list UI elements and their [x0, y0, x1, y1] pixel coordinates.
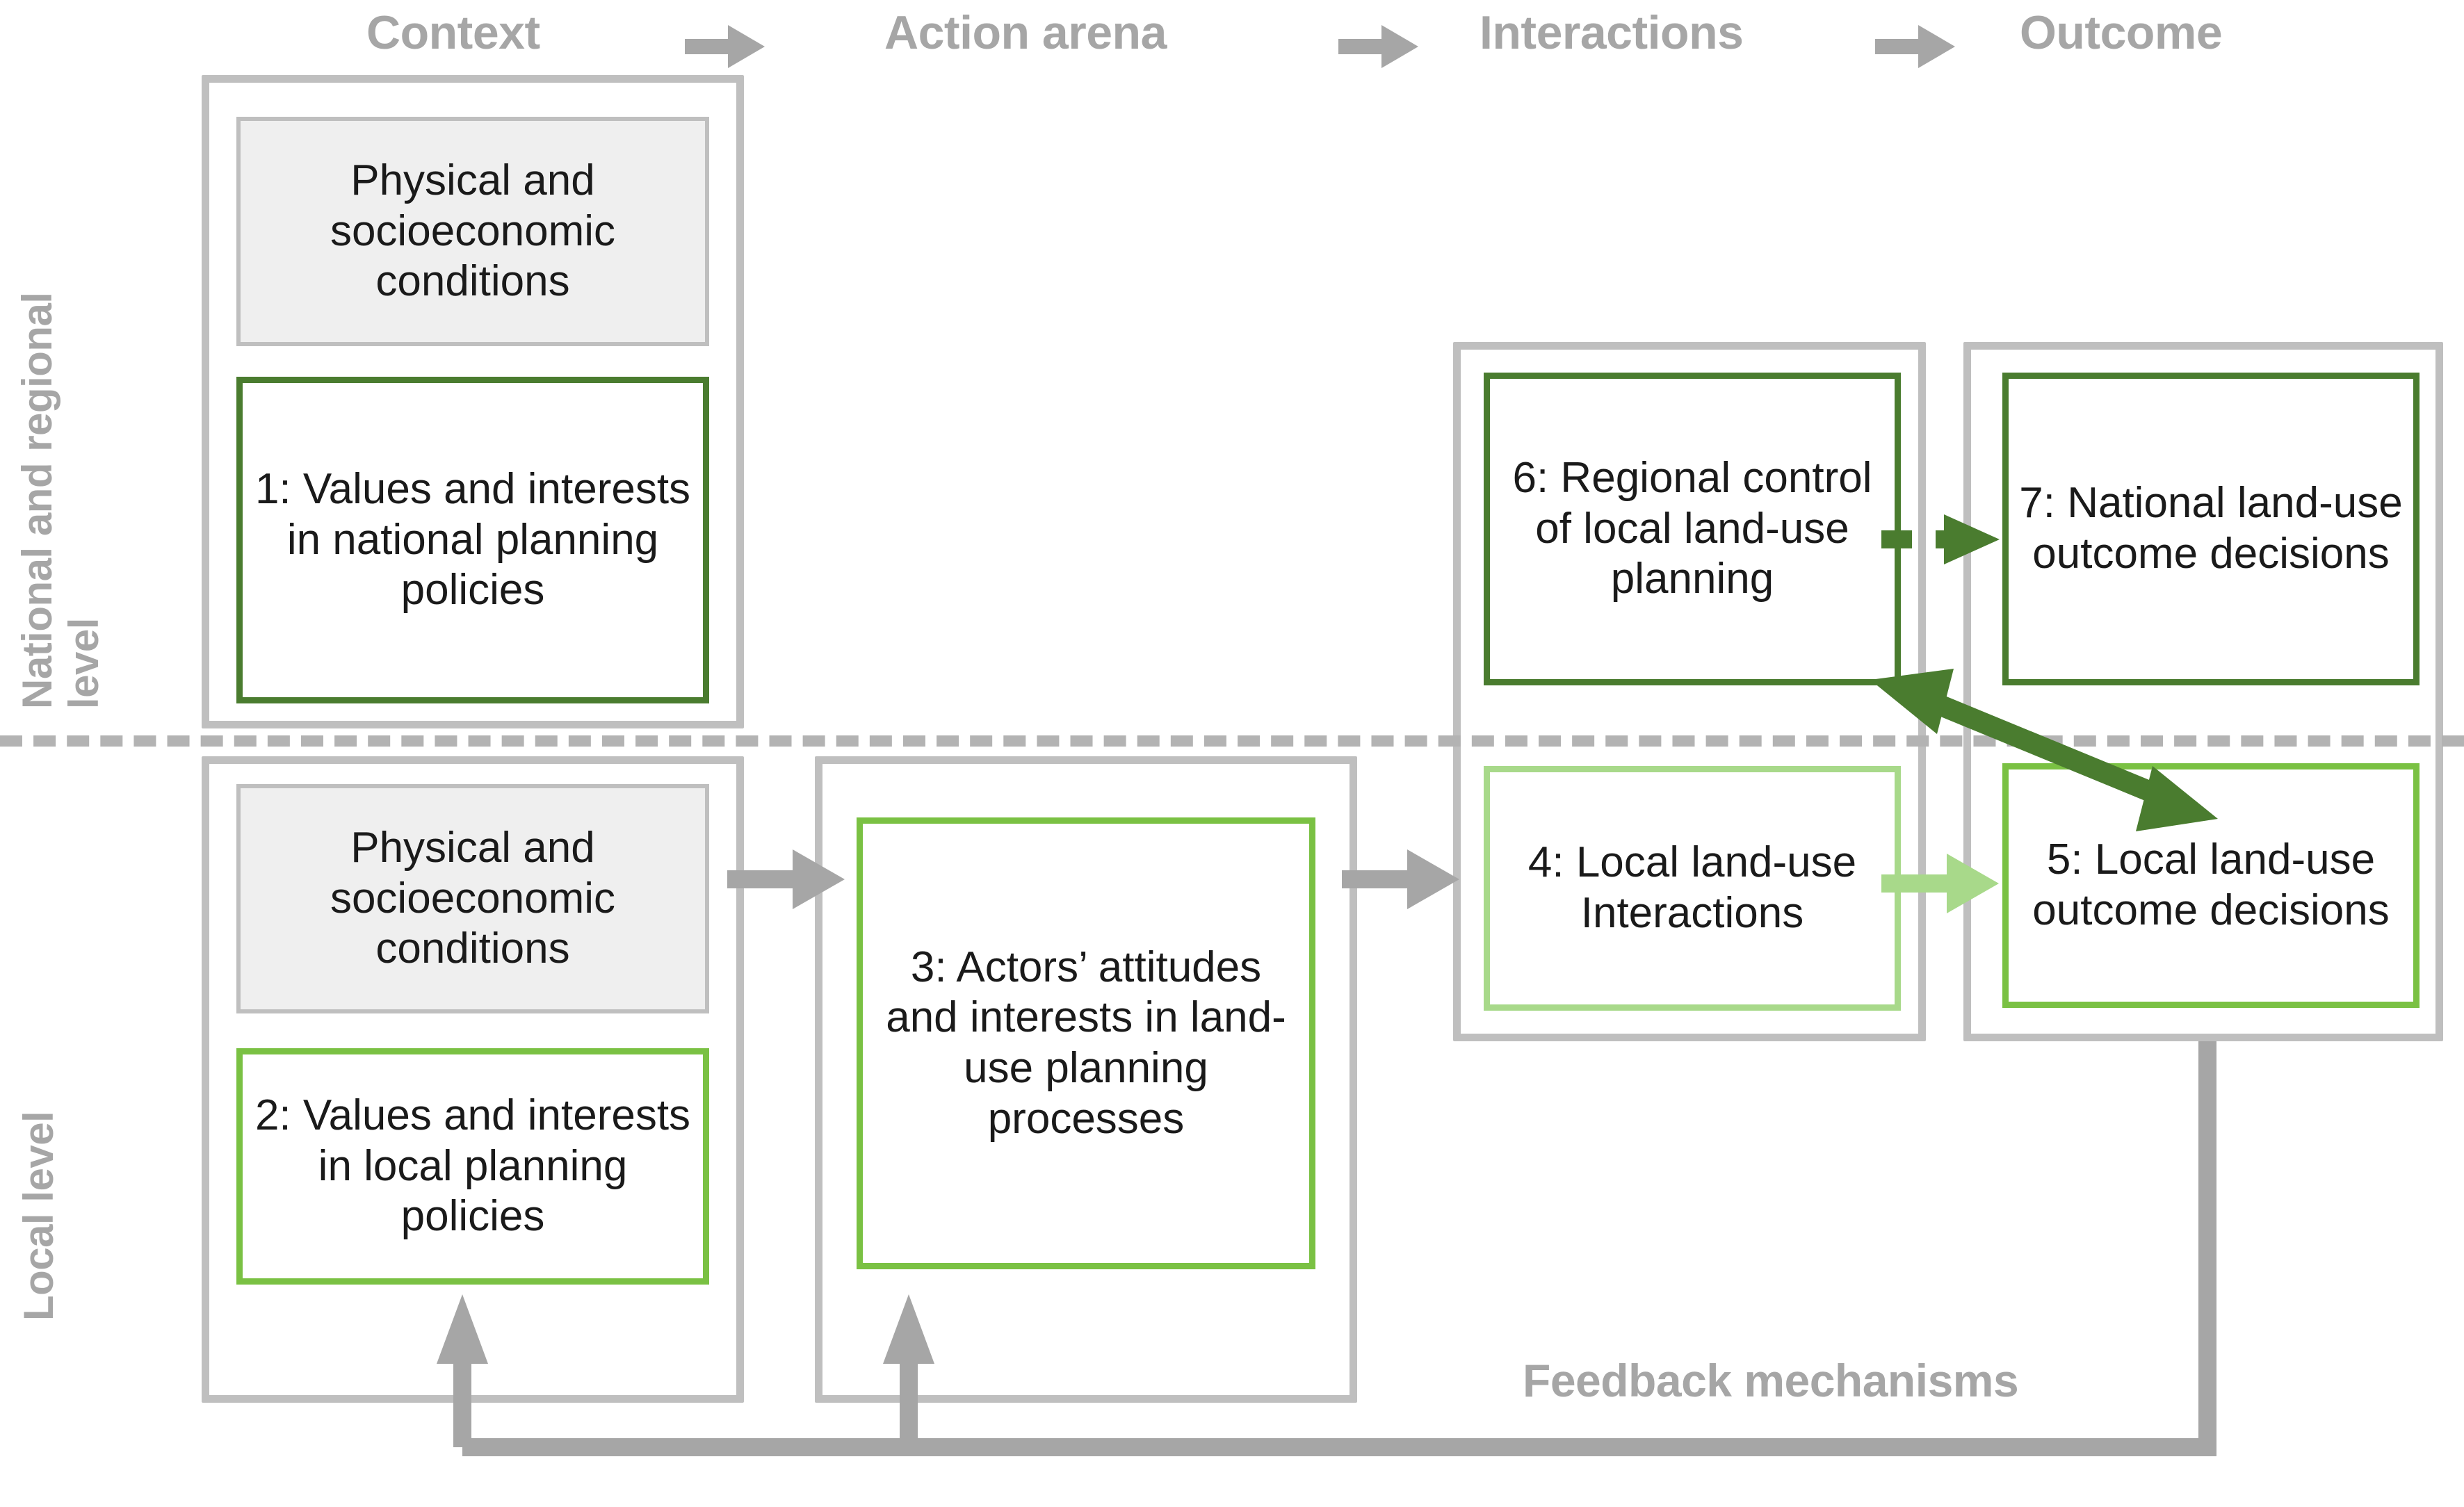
box-label: 5: Local land-use outcome decisions [2032, 836, 2390, 934]
phase-label-context: Context [366, 6, 540, 59]
phase-label-outcome: Outcome [2020, 6, 2223, 59]
phase-header-row: Context Action arena Interactions Outcom… [0, 0, 2464, 90]
box-label: 6: Regional control of local land-use pl… [1512, 454, 1872, 603]
national-local-divider [0, 735, 2464, 747]
box-3-actors-attitudes-interests[interactable]: 3: Actors’ attitudes and interests in la… [857, 817, 1315, 1269]
arrow-right-icon [685, 25, 765, 72]
box-4-local-land-use-interactions[interactable]: 4: Local land-use Interactions [1484, 766, 1901, 1011]
box-2-values-interests-local[interactable]: 2: Values and interests in local plannin… [236, 1048, 709, 1285]
box-1-values-interests-national[interactable]: 1: Values and interests in national plan… [236, 377, 709, 703]
arrow-right-icon [1875, 25, 1955, 72]
level-label-national-and-regional: National and regional level [14, 292, 108, 709]
level-label-local: Local level [15, 1111, 62, 1321]
box-7-national-outcome-decisions[interactable]: 7: National land-use outcome decisions [2002, 373, 2420, 685]
box-5-local-outcome-decisions[interactable]: 5: Local land-use outcome decisions [2002, 763, 2420, 1008]
box-label: Physical and socioeconomic conditions [330, 156, 616, 306]
arrow-right-icon [1338, 25, 1418, 72]
box-6-regional-control[interactable]: 6: Regional control of local land-use pl… [1484, 373, 1901, 685]
box-label: 7: National land-use outcome decisions [2019, 479, 2403, 578]
connector-action-arena-to-interactions [1342, 849, 1459, 909]
phase-label-interactions: Interactions [1480, 6, 1744, 59]
box-physical-socioeconomic-conditions-local[interactable]: Physical and socioeconomic conditions [236, 784, 709, 1013]
feedback-mechanisms-label: Feedback mechanisms [1523, 1355, 2019, 1406]
box-label: Physical and socioeconomic conditions [330, 824, 616, 973]
box-label: 1: Values and interests in national plan… [254, 465, 691, 614]
box-label: 3: Actors’ attitudes and interests in la… [886, 943, 1286, 1143]
box-physical-socioeconomic-conditions-national[interactable]: Physical and socioeconomic conditions [236, 117, 709, 346]
phase-label-action-arena: Action arena [884, 6, 1167, 59]
box-label: 4: Local land-use Interactions [1527, 838, 1857, 937]
box-label: 2: Values and interests in local plannin… [254, 1091, 691, 1241]
